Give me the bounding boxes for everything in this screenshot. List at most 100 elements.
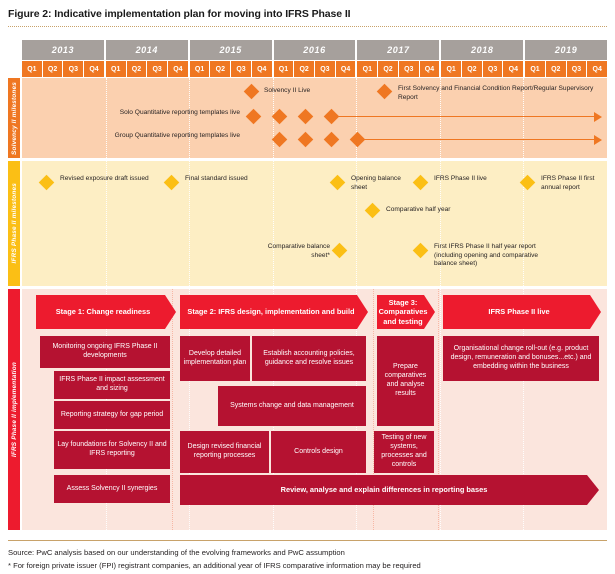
- workbox-testing-new-systems[interactable]: Testing of new systems, processes and co…: [374, 431, 434, 473]
- stage-banner-4[interactable]: IFRS Phase II live: [443, 295, 601, 329]
- stage-banner-3[interactable]: Stage 3: Comparatives and testing: [377, 295, 435, 329]
- year-cell-2015: 2015: [189, 40, 272, 60]
- year-cell-2014: 2014: [105, 40, 188, 60]
- quarter-cell: Q4: [168, 61, 188, 77]
- milestone-label-final-standard-issued: Final standard issued: [185, 175, 248, 182]
- workbox-develop-plan[interactable]: Develop detailed implementation plan: [180, 336, 250, 381]
- workbox-monitoring-developments[interactable]: Monitoring ongoing IFRS Phase II develop…: [40, 336, 170, 368]
- milestone-label-comparative-balance-sheet: Comparative balance sheet*: [267, 243, 330, 259]
- band-label-text: IFRS Phase II implementation: [10, 361, 18, 458]
- quarter-cell: Q4: [84, 61, 104, 77]
- quarter-cell: Q2: [462, 61, 482, 77]
- milestone-diamond-opening-balance-sheet: [329, 174, 346, 191]
- quarter-group-2014: Q1 Q2 Q3 Q4: [105, 61, 188, 77]
- quarter-cell: Q3: [147, 61, 168, 77]
- milestone-label-revised-exposure-draft: Revised exposure draft issued: [60, 175, 149, 182]
- quarter-group-2013: Q1 Q2 Q3 Q4: [22, 61, 104, 77]
- milestone-diamond-comparative-half-year: [364, 202, 381, 219]
- workbox-design-processes[interactable]: Design revised financial reporting proce…: [180, 431, 269, 473]
- band-label-ifrs-milestones: IFRS Phase II milestones: [8, 161, 20, 286]
- workbox-prepare-comparatives[interactable]: Prepare comparatives and analyse results: [377, 336, 434, 426]
- milestone-diamond-solo-qrt-3: [297, 108, 314, 125]
- quarter-cell: Q1: [105, 61, 126, 77]
- workbox-reporting-strategy[interactable]: Reporting strategy for gap period: [54, 401, 170, 429]
- workbox-review-analyse-explain[interactable]: Review, analyse and explain differences …: [180, 475, 599, 505]
- gridline: [105, 78, 107, 158]
- milestone-diamond-solo-qrt-2: [271, 108, 288, 125]
- quarter-cell: Q1: [357, 61, 378, 77]
- quarter-cell: Q4: [251, 61, 272, 77]
- quarter-group-2017: Q1 Q2 Q3 Q4: [357, 61, 440, 77]
- quarter-cell: Q1: [273, 61, 294, 77]
- gridline: [189, 78, 190, 158]
- quarter-cell: Q3: [398, 61, 419, 77]
- group-qrt-arrow-head-icon: [594, 134, 602, 145]
- quarter-header-row: Q1 Q2 Q3 Q4 Q1 Q2 Q3 Q4 Q1 Q2 Q3 Q4 Q1 Q…: [22, 61, 608, 77]
- quarter-cell: Q4: [419, 61, 440, 77]
- quarter-cell: Q4: [335, 61, 356, 77]
- workbox-organisational-rollout[interactable]: Organisational change roll-out (e.g. pro…: [443, 336, 599, 381]
- workbox-controls-design[interactable]: Controls design: [271, 431, 366, 473]
- milestone-label-opening-balance-sheet: Opening balance sheet: [351, 175, 401, 191]
- footnote-source: Source: PwC analysis based on our unders…: [8, 548, 345, 557]
- quarter-cell: Q3: [482, 61, 503, 77]
- band-body-ifrs-milestones: Revised exposure draft issued Final stan…: [22, 161, 607, 286]
- milestone-label-ifrs-phase-ii-live: IFRS Phase II live: [434, 175, 487, 182]
- page-title: Figure 2: Indicative implementation plan…: [8, 8, 351, 20]
- milestone-label-first-half-year-report: First IFRS Phase II half year report (in…: [434, 243, 539, 268]
- milestone-diamond-first-sfcr-rsr: [376, 83, 393, 100]
- milestone-diamond-ifrs-phase-ii-live: [412, 174, 429, 191]
- quarter-group-2018: Q1 Q2 Q3 Q4: [441, 61, 524, 77]
- group-qrt-continuation-line: [363, 139, 594, 141]
- band-label-text: IFRS Phase II milestones: [10, 183, 18, 264]
- stage-separator-1: [172, 289, 173, 530]
- quarter-cell: Q2: [545, 61, 566, 77]
- quarter-cell: Q2: [126, 61, 147, 77]
- quarter-cell: Q4: [587, 61, 608, 77]
- quarter-cell: Q3: [63, 61, 84, 77]
- year-cell-2019: 2019: [525, 40, 608, 60]
- milestone-diamond-group-qrt-2: [297, 131, 314, 148]
- quarter-cell: Q1: [22, 61, 42, 77]
- workbox-accounting-policies[interactable]: Establish accounting policies, guidance …: [252, 336, 366, 381]
- year-cell-2013: 2013: [22, 40, 104, 60]
- workbox-lay-foundations[interactable]: Lay foundations for Solvency II and IFRS…: [54, 431, 170, 469]
- band-body-implementation: Stage 1: Change readiness Stage 2: IFRS …: [22, 289, 607, 530]
- footnote-fpi: * For foreign private issuer (FPI) regis…: [8, 561, 421, 570]
- milestone-label-first-sfcr-rsr: First Solvency and Financial Condition R…: [398, 85, 594, 101]
- quarter-group-2019: Q1 Q2 Q3 Q4: [525, 61, 608, 77]
- stage-separator-3: [438, 289, 439, 530]
- quarter-cell: Q1: [441, 61, 462, 77]
- solo-qrt-continuation-line: [337, 116, 594, 118]
- year-cell-2016: 2016: [273, 40, 356, 60]
- band-label-solvency: Solvency II milestones: [8, 78, 20, 158]
- quarter-cell: Q2: [42, 61, 63, 77]
- quarter-cell: Q3: [566, 61, 587, 77]
- year-cell-2018: 2018: [441, 40, 524, 60]
- stage-banner-1[interactable]: Stage 1: Change readiness: [36, 295, 176, 329]
- stage-banner-2[interactable]: Stage 2: IFRS design, implementation and…: [180, 295, 368, 329]
- timeline-chart: 2013 2014 2015 2016 2017 2018 2019 Q1 Q2…: [8, 40, 608, 530]
- workbox-systems-change[interactable]: Systems change and data management: [218, 386, 366, 426]
- stage-separator-2: [373, 289, 374, 530]
- milestone-diamond-first-half-year-report: [412, 242, 429, 259]
- band-solvency-milestones: Solvency II milestones Solvency II Live …: [8, 78, 607, 158]
- milestone-label-solvency-ii-live: Solvency II Live: [264, 87, 311, 94]
- quarter-cell: Q3: [315, 61, 335, 77]
- workbox-assess-synergies[interactable]: Assess Solvency II synergies: [54, 475, 170, 503]
- milestone-label-comparative-half-year: Comparative half year: [386, 206, 451, 213]
- quarter-cell: Q2: [378, 61, 398, 77]
- milestone-diamond-comparative-balance-sheet: [331, 242, 348, 259]
- quarter-cell: Q2: [294, 61, 315, 77]
- band-ifrs-implementation: IFRS Phase II implementation Stage 1: Ch…: [8, 289, 607, 530]
- quarter-cell: Q4: [503, 61, 524, 77]
- quarter-cell: Q2: [210, 61, 231, 77]
- solo-qrt-arrow-head-icon: [594, 111, 602, 122]
- workbox-impact-assessment[interactable]: IFRS Phase II impact assessment and sizi…: [54, 371, 170, 399]
- band-label-text: Solvency II milestones: [10, 81, 18, 155]
- milestone-diamond-final-standard-issued: [163, 174, 180, 191]
- title-divider: [8, 26, 607, 27]
- year-header-row: 2013 2014 2015 2016 2017 2018 2019: [22, 40, 608, 60]
- quarter-group-2016: Q1 Q2 Q3 Q4: [273, 61, 356, 77]
- milestone-label-group-qrt-live: Group Quantitative reporting templates l…: [114, 132, 240, 139]
